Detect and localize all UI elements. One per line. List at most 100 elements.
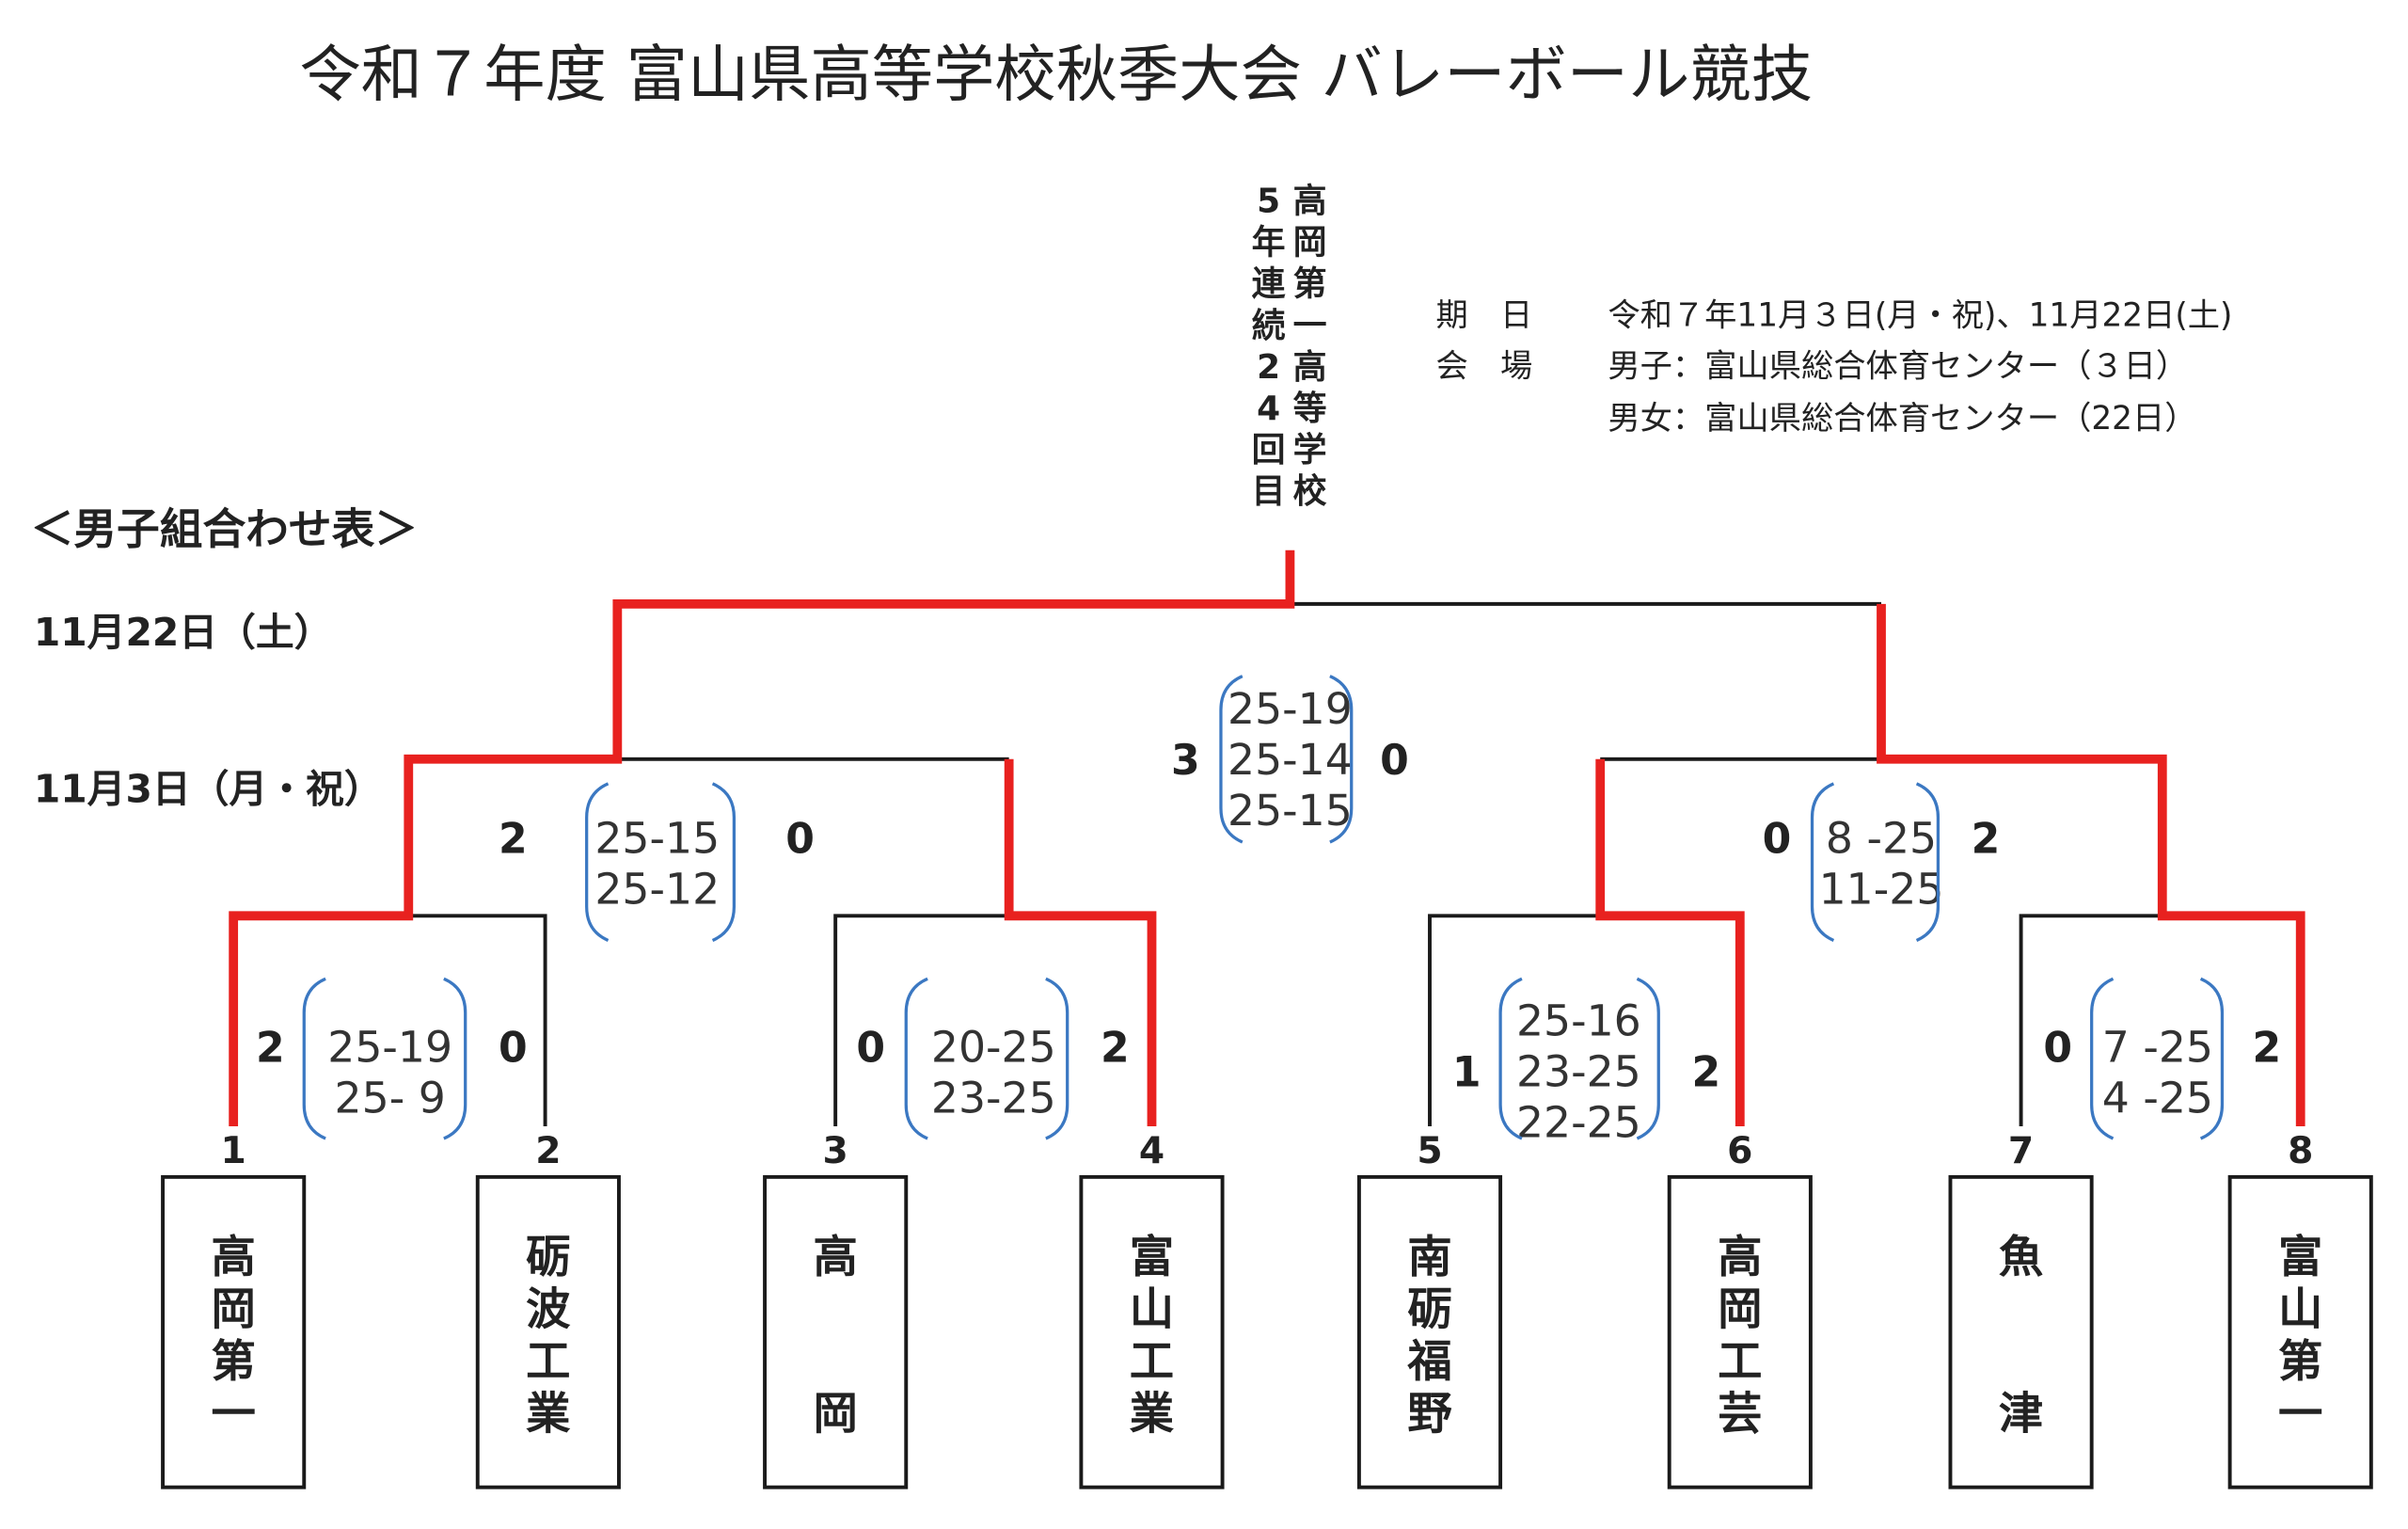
team-seed-number: 1 xyxy=(221,1130,246,1172)
team-name-char: 砺 xyxy=(1407,1284,1451,1336)
left-sets-won: 2 xyxy=(499,815,528,863)
team-name-char: 高 xyxy=(1718,1232,1762,1283)
champion-record-char: 2 xyxy=(1257,348,1280,387)
right-sets-won: 2 xyxy=(1101,1024,1130,1072)
team-name-char: 高 xyxy=(813,1232,857,1283)
team-name-char: 一 xyxy=(211,1389,255,1441)
winner-path-line xyxy=(1004,758,1157,1126)
team-name-box xyxy=(1948,1174,2094,1489)
team-name-char: 高 xyxy=(211,1232,255,1283)
score-bracket-right xyxy=(1915,782,1941,942)
left-sets-won: 1 xyxy=(1452,1049,1481,1097)
team-3: 3高岡 xyxy=(763,1130,909,1489)
team-name-char: 岡 xyxy=(813,1389,857,1441)
score-bracket-right xyxy=(2199,977,2225,1140)
team-name-char: 魚 xyxy=(1999,1232,2043,1283)
champion-school-char: 高 xyxy=(1293,183,1327,221)
team-name-char: 山 xyxy=(1130,1284,1174,1336)
team-name-char: 業 xyxy=(1130,1389,1175,1441)
left-sets-won: 0 xyxy=(1763,815,1792,863)
team-name-box xyxy=(1356,1174,1503,1489)
champion-school-char: 岡 xyxy=(1293,224,1327,263)
team-seed-number: 6 xyxy=(1727,1130,1752,1172)
team-name-char: 富 xyxy=(2278,1232,2322,1283)
set-score: 23-25 xyxy=(931,1073,1056,1123)
date-label: 期 日 xyxy=(1436,296,1533,334)
team-name-char: 一 xyxy=(2278,1389,2322,1441)
team-name-box xyxy=(2227,1174,2373,1489)
set-score: 25-15 xyxy=(1228,786,1353,836)
score-bracket-left xyxy=(302,977,326,1140)
team-name-char: 工 xyxy=(1130,1336,1174,1388)
champion-record-char: 目 xyxy=(1252,472,1286,511)
winner-path-line xyxy=(229,549,1295,1126)
champion-school-char: 校 xyxy=(1293,472,1327,511)
right-sets-won: 0 xyxy=(499,1024,528,1072)
champion-school-char: 高 xyxy=(1293,348,1327,387)
champion-record-char: 回 xyxy=(1252,431,1286,470)
champion-record-char: 続 xyxy=(1252,307,1286,345)
team-name-char: 波 xyxy=(526,1284,571,1336)
set-score: 25-14 xyxy=(1228,735,1353,785)
team-name-char: 山 xyxy=(2278,1284,2322,1336)
event-info: 期 日 令和７年11月３日(月・祝)、11月22日(土) 会 場 男子：富山県総… xyxy=(1436,296,2233,437)
right-sets-won: 0 xyxy=(1380,737,1409,785)
final-date: 11月22日（土） xyxy=(34,610,333,655)
team-name-char: 業 xyxy=(526,1389,571,1441)
champion-school-char: 第 xyxy=(1293,265,1327,304)
date-value: 令和７年11月３日(月・祝)、11月22日(土) xyxy=(1608,296,2232,334)
team-name-char: 野 xyxy=(1407,1389,1451,1441)
earlier-date: 11月3日（月・祝） xyxy=(34,766,383,811)
set-score: 11-25 xyxy=(1819,864,1944,914)
score-bracket-right xyxy=(1045,977,1069,1140)
team-seed-number: 7 xyxy=(2008,1130,2034,1172)
right-sets-won: 2 xyxy=(1972,815,2001,863)
team-name-box xyxy=(1667,1174,1813,1489)
team-name-char: 岡 xyxy=(211,1284,255,1336)
set-score: 25-19 xyxy=(1228,684,1353,734)
team-name-char: 工 xyxy=(526,1336,570,1388)
set-score: 25-19 xyxy=(327,1022,452,1072)
right-sets-won: 2 xyxy=(1692,1049,1721,1097)
score-bracket-right xyxy=(1636,977,1660,1140)
score-bracket-left xyxy=(585,782,610,942)
champion-school-char: 一 xyxy=(1293,307,1327,345)
bracket-line xyxy=(408,914,547,1126)
left-sets-won: 0 xyxy=(856,1024,885,1072)
score-bracket-right xyxy=(1329,675,1354,844)
right-sets-won: 0 xyxy=(785,815,815,863)
team-7: 7魚津 xyxy=(1948,1130,2094,1489)
page-title: 令和７年度 富山県高等学校秋季大会 バレーボール競技 xyxy=(299,39,1813,110)
set-score: 25- 9 xyxy=(335,1073,446,1123)
left-sets-won: 0 xyxy=(2043,1024,2072,1072)
set-score: 7 -25 xyxy=(2102,1022,2213,1072)
team-name-char: 工 xyxy=(1718,1336,1762,1388)
score-bracket-left xyxy=(1810,782,1835,942)
bracket-line xyxy=(1428,914,1601,1126)
bracket-line xyxy=(2019,914,2162,1126)
section-title: ＜男子組合わせ表＞ xyxy=(31,504,418,554)
score-bracket-left xyxy=(1219,675,1244,844)
team-name-char: 富 xyxy=(1130,1232,1174,1283)
score-bracket-right xyxy=(443,977,467,1140)
team-name-box xyxy=(161,1174,307,1489)
left-sets-won: 3 xyxy=(1171,737,1200,785)
team-seed-number: 8 xyxy=(2288,1130,2313,1172)
set-score: 22-25 xyxy=(1516,1097,1641,1147)
team-name-char: 岡 xyxy=(1718,1284,1762,1336)
winner-path-line xyxy=(1877,603,2305,1126)
